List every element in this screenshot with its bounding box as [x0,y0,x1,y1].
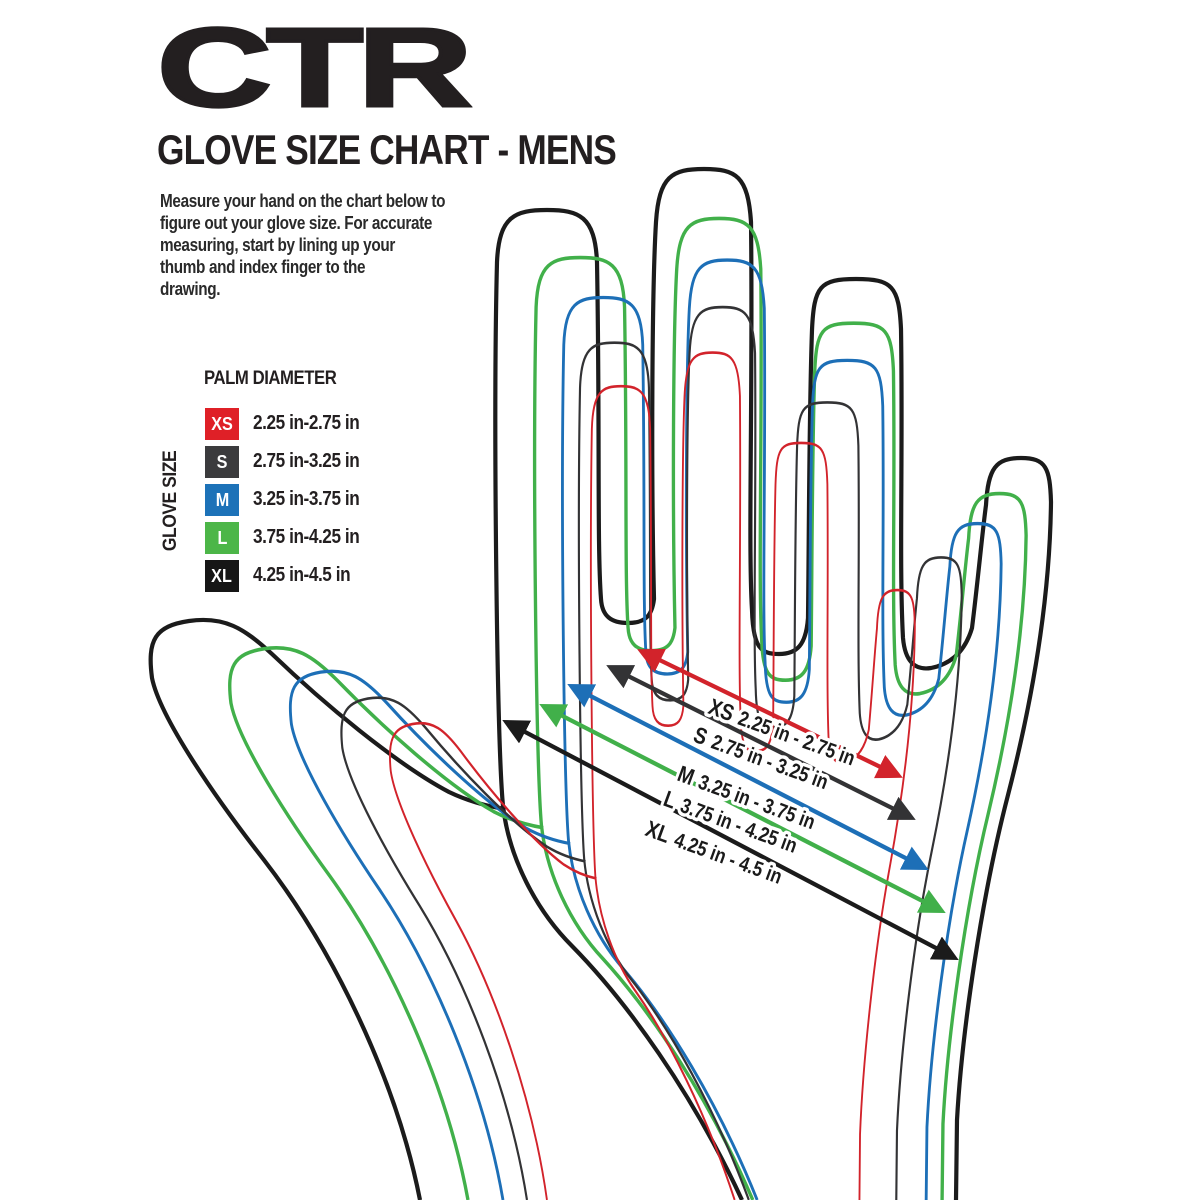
size-range-l: 3.75 in-4.25 in [253,526,360,548]
instructions-text: Measure your hand on the chart below to … [160,190,445,300]
size-badge-m: M [205,484,239,516]
size-badge-xl: XL [205,560,239,592]
glove-m-thumb-path [288,669,572,1200]
instructions-line: measuring, start by lining up your [160,235,395,255]
glove-size-axis-label: GLOVE SIZE [160,450,181,552]
size-badge-s: S [205,446,239,478]
glove-l-thumb-path [227,645,545,1200]
size-badge-xs: XS [205,408,239,440]
table-row-l: L 3.75 in-4.25 in [205,522,505,554]
table-row-m: M 3.25 in-3.75 in [205,484,505,516]
size-badge-l: L [205,522,239,554]
size-range-xl: 4.25 in-4.5 in [253,564,351,586]
instructions-line: thumb and index finger to the [160,257,366,277]
instructions-line: figure out your glove size. For accurate [160,213,433,233]
table-row-xs: XS 2.25 in-2.75 in [205,408,505,440]
measurement-arrows [502,648,959,961]
arrow-xl [502,719,959,961]
page-title: GLOVE SIZE CHART - MENS [157,126,617,173]
size-range-xs: 2.25 in-2.75 in [253,412,360,434]
ctr-logo: CTR [155,5,475,130]
glove-outline-xl [151,169,1051,1200]
instructions-line: Measure your hand on the chart below to [160,191,446,211]
size-range-m: 3.25 in-3.75 in [253,488,360,510]
glove-s-thumb-path [340,696,587,1200]
glove-l-hand-path [532,216,1028,1200]
glove-xs-hand-path [589,351,917,1200]
instructions-line: drawing. [160,279,221,299]
size-range-s: 2.75 in-3.25 in [253,450,360,472]
size-table: XS 2.25 in-2.75 in S 2.75 in-3.25 in M 3… [205,408,505,598]
table-row-xl: XL 4.25 in-4.5 in [205,560,505,592]
table-row-s: S 2.75 in-3.25 in [205,446,505,478]
palm-diameter-header: PALM DIAMETER [204,368,337,389]
glove-xl-thumb-path [151,620,505,1200]
